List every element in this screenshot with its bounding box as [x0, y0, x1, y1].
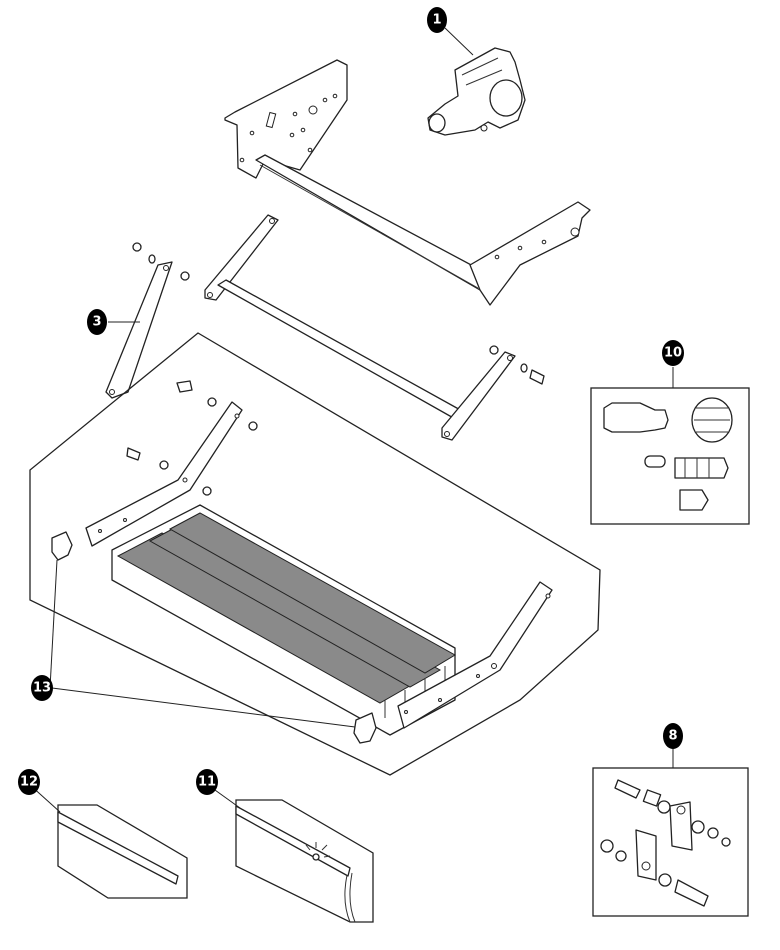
callout-13: 13	[31, 675, 53, 701]
step-assembly-frame	[29, 332, 601, 776]
led-light-strip	[235, 799, 374, 923]
callout-10-label: 10	[664, 346, 682, 361]
right-step-arm	[397, 581, 553, 729]
callout-8-label: 8	[668, 729, 677, 744]
swing-arm-link	[105, 242, 190, 399]
callout-1-label: 1	[432, 13, 441, 28]
left-step-arm	[85, 380, 258, 547]
gear-set	[590, 387, 750, 525]
motor-gearbox	[427, 47, 526, 136]
callout-10: 10	[662, 340, 684, 366]
callout-1: 1	[427, 7, 447, 33]
callout-13-label: 13	[33, 681, 51, 696]
step-tread	[111, 504, 456, 736]
callout-12: 12	[18, 769, 40, 795]
mounting-frame	[224, 59, 591, 306]
callout-3-label: 3	[92, 315, 101, 330]
callout-11: 11	[196, 769, 218, 795]
end-caps	[51, 531, 377, 744]
callout-12-label: 12	[20, 775, 38, 790]
hardware-kit	[592, 767, 749, 917]
callout-11-label: 11	[198, 775, 216, 790]
linkage-bar	[204, 214, 545, 441]
callout-8: 8	[663, 723, 683, 749]
edge-profile-trim	[57, 804, 188, 899]
callout-3: 3	[87, 309, 107, 335]
